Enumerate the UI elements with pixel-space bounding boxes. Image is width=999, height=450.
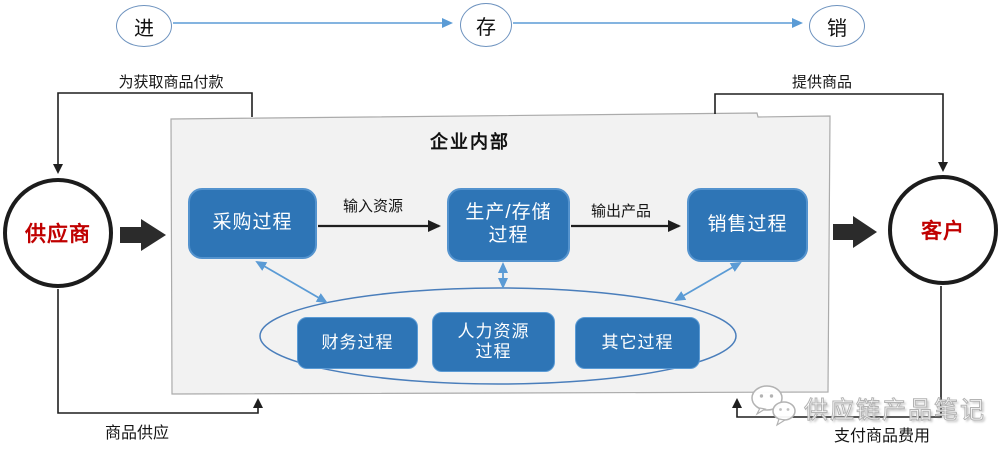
top-flow-node-jin: 进 xyxy=(116,5,172,47)
supplier-label: 供应商 xyxy=(25,223,91,246)
other-process-label: 其它过程 xyxy=(601,333,674,353)
double-arrow-sales-support xyxy=(674,261,742,302)
label-goods-supply: 商品供应 xyxy=(104,425,169,442)
connector-pay-goods-fee xyxy=(732,286,942,418)
connector-provide-goods xyxy=(714,93,948,172)
label-provide-goods: 提供商品 xyxy=(791,74,852,91)
top-flow-node-xiao-label: 销 xyxy=(827,17,847,40)
top-flow-node-cun-label: 存 xyxy=(476,16,496,39)
watermark-text: 供应链产品笔记 xyxy=(804,397,986,425)
other-process-box: 其它过程 xyxy=(575,317,700,369)
block-arrow-supplier-to-enterprise xyxy=(120,219,166,251)
top-flow-node-cun: 存 xyxy=(460,3,512,47)
enterprise-title: 企业内部 xyxy=(430,132,510,152)
supplier-circle: 供应商 xyxy=(3,178,113,288)
double-arrow-procurement-support xyxy=(255,260,328,304)
label-pay-goods-fee: 支付商品费用 xyxy=(833,428,930,445)
finance-process-box: 财务过程 xyxy=(297,317,418,369)
sales-process-box: 销售过程 xyxy=(687,188,808,262)
top-flow-node-xiao: 销 xyxy=(809,5,865,47)
sales-process-label: 销售过程 xyxy=(707,213,788,235)
production-storage-line1: 生产/存储 xyxy=(465,202,552,224)
top-flow-node-jin-label: 进 xyxy=(134,17,154,40)
connector-goods-supply xyxy=(57,289,263,414)
connector-pay-for-goods xyxy=(53,92,253,174)
hr-process-line2: 过程 xyxy=(475,342,512,361)
production-storage-line2: 过程 xyxy=(488,225,529,246)
label-pay-for-goods: 为获取商品付款 xyxy=(118,74,224,91)
label-output-products: 输出产品 xyxy=(590,203,651,220)
watermark: 供应链产品笔记 xyxy=(748,384,986,428)
customer-label: 客户 xyxy=(921,220,965,243)
production-storage-process-box: 生产/存储 过程 xyxy=(447,188,570,262)
procurement-process-label: 采购过程 xyxy=(212,212,293,234)
block-arrow-enterprise-to-customer xyxy=(833,216,877,248)
hr-process-line1: 人力资源 xyxy=(457,322,530,342)
customer-circle: 客户 xyxy=(888,175,998,285)
procurement-process-box: 采购过程 xyxy=(188,188,317,259)
label-input-resources: 输入资源 xyxy=(342,198,403,215)
hr-process-box: 人力资源 过程 xyxy=(432,312,555,372)
wechat-icon xyxy=(751,385,796,427)
finance-process-label: 财务过程 xyxy=(321,333,394,353)
